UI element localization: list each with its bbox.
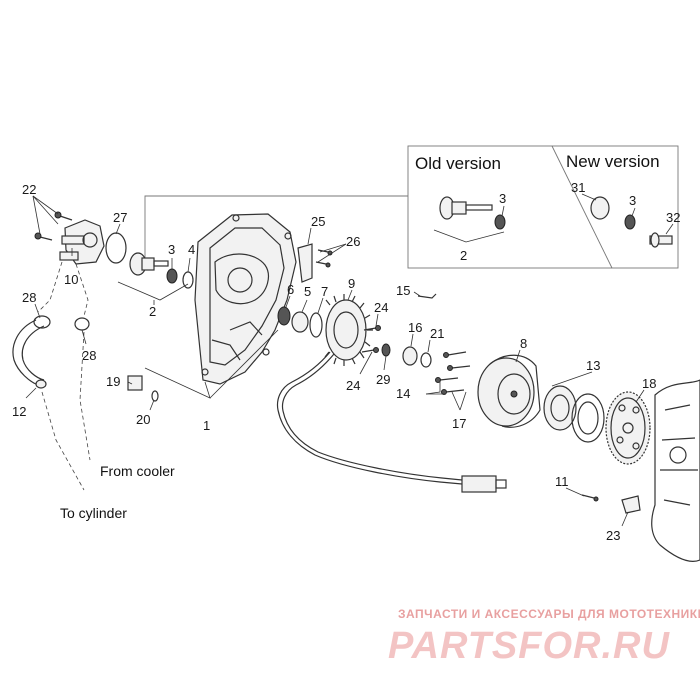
old-version-label: Old version bbox=[415, 154, 501, 173]
flywheel-screws bbox=[435, 351, 471, 395]
leader-lines bbox=[25, 193, 674, 527]
callout-20: 20 bbox=[136, 412, 150, 427]
coolant-hose bbox=[12, 315, 90, 389]
crank-seals bbox=[277, 306, 323, 338]
callout-7: 7 bbox=[321, 284, 328, 299]
note-from-cooler: From cooler bbox=[100, 463, 175, 479]
callout-15: 15 bbox=[396, 283, 410, 298]
callout-23: 23 bbox=[606, 528, 620, 543]
guide-lines bbox=[37, 261, 91, 491]
plug-and-oring bbox=[127, 375, 159, 402]
lower-small-parts bbox=[581, 494, 641, 514]
callout-25: 25 bbox=[311, 214, 325, 229]
flywheel-rotor bbox=[477, 354, 541, 428]
callout-14: 14 bbox=[396, 386, 410, 401]
starter-gear bbox=[605, 391, 651, 465]
callout-9: 9 bbox=[348, 276, 355, 291]
callout-18: 18 bbox=[642, 376, 656, 391]
callout-8: 8 bbox=[520, 336, 527, 351]
callout-31: 31 bbox=[571, 180, 585, 195]
water-pump-housing bbox=[34, 211, 127, 265]
callout-28b: 28 bbox=[82, 348, 96, 363]
engine-block-outline bbox=[651, 379, 700, 562]
callout-3c: 3 bbox=[629, 193, 636, 208]
callout-12: 12 bbox=[12, 404, 26, 419]
callout-6: 6 bbox=[287, 282, 294, 297]
callout-3b: 3 bbox=[499, 191, 506, 206]
callout-22: 22 bbox=[22, 182, 36, 197]
new-version-pump-parts bbox=[590, 196, 673, 248]
cable-bracket bbox=[297, 243, 333, 283]
new-version-label: New version bbox=[566, 152, 660, 171]
stator-screws bbox=[361, 325, 391, 357]
callout-24a: 24 bbox=[374, 300, 388, 315]
small-hardware bbox=[402, 293, 437, 368]
callout-21: 21 bbox=[430, 326, 444, 341]
starter-clutch bbox=[543, 385, 605, 443]
callout-24b: 24 bbox=[346, 378, 360, 393]
callout-11: 11 bbox=[555, 474, 569, 489]
watermark-tagline: ЗАПЧАСТИ И АКСЕССУАРЫ ДЛЯ МОТОТЕХНИКИ bbox=[398, 607, 700, 621]
callout-16: 16 bbox=[408, 320, 422, 335]
callout-19: 19 bbox=[106, 374, 120, 389]
callout-28a: 28 bbox=[22, 290, 36, 305]
callout-10: 10 bbox=[64, 272, 78, 287]
note-to-cylinder: To cylinder bbox=[60, 505, 127, 521]
callout-26: 26 bbox=[346, 234, 360, 249]
callout-3a: 3 bbox=[168, 242, 175, 257]
callout-17: 17 bbox=[452, 416, 466, 431]
callout-2b: 2 bbox=[460, 248, 467, 263]
callout-13: 13 bbox=[586, 358, 600, 373]
callout-27: 27 bbox=[113, 210, 127, 225]
callout-4: 4 bbox=[188, 242, 195, 257]
callout-5: 5 bbox=[304, 284, 311, 299]
pump-shaft-assembly bbox=[129, 252, 194, 289]
version-comparison-box: Old version New version bbox=[144, 145, 679, 269]
callout-32: 32 bbox=[666, 210, 680, 225]
callout-29: 29 bbox=[376, 372, 390, 387]
callout-numbers: 22 27 10 2 3 4 25 26 6 5 7 9 24 24 29 15… bbox=[12, 180, 680, 543]
callout-1: 1 bbox=[203, 418, 210, 433]
old-version-pump-shaft bbox=[439, 196, 506, 230]
stator-with-harness bbox=[276, 294, 507, 493]
callout-2a: 2 bbox=[149, 304, 156, 319]
engine-side-cover bbox=[194, 213, 297, 385]
watermark-logo: PARTSFOR.RU bbox=[388, 625, 670, 667]
